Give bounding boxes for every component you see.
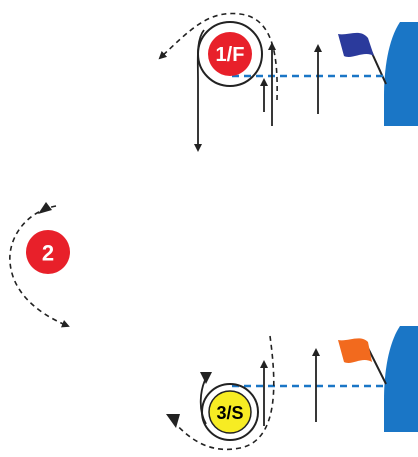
- mark-3-exit-arrow: [166, 414, 180, 428]
- finish-flag: [338, 32, 374, 57]
- mark-2-entry-arrow: [38, 202, 52, 214]
- finish-area: 1/F: [158, 12, 418, 152]
- mark-2: 2: [26, 230, 70, 274]
- mark-2-buoy: [26, 230, 70, 274]
- mark-2-area: 2: [9, 202, 70, 328]
- rounding-path-mark-1: [158, 12, 278, 101]
- start-flag: [338, 338, 372, 363]
- committee-boat-top: [384, 22, 418, 126]
- mark-3-label: 3/S: [216, 403, 243, 423]
- mark-1-label: 1/F: [216, 44, 245, 66]
- mark-2-label: 2: [42, 241, 54, 266]
- mark-3-start: 3/S: [201, 383, 259, 441]
- course-entry-arrow: [200, 372, 212, 384]
- rounding-path-mark-2: [9, 205, 70, 328]
- mark-1-buoy: [208, 32, 252, 76]
- start-area: 3/S: [166, 326, 418, 451]
- course-arrow-down: [194, 29, 205, 152]
- rounding-path-mark-3: [171, 335, 275, 451]
- mark-3-buoy: [208, 390, 252, 434]
- mark-1-finish: 1/F: [197, 21, 263, 87]
- committee-boat-bottom: [384, 326, 418, 432]
